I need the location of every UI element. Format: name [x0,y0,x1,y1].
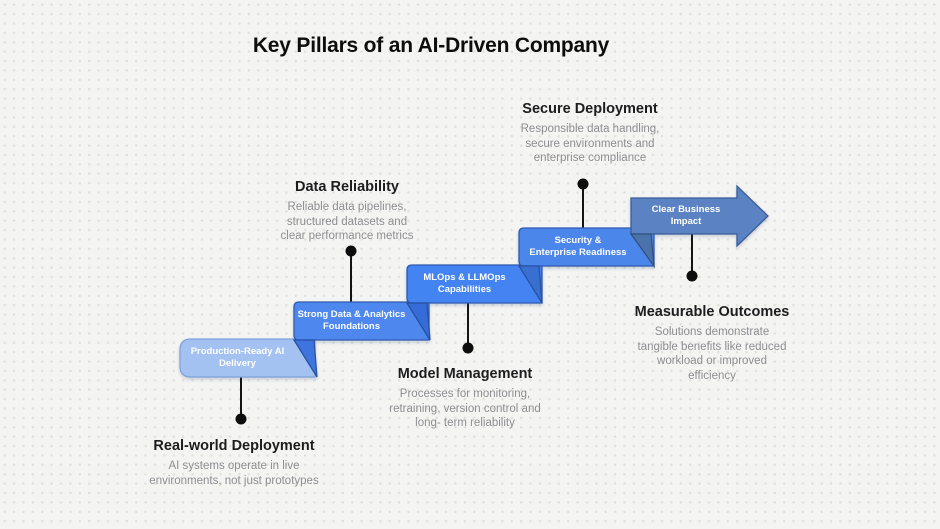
callout-body-data-reliability: Reliable data pipelines, structured data… [280,201,414,243]
ribbon-fold-4 [629,233,655,269]
connector-dot-step1 [235,413,247,425]
band-strong-data-analytics [293,301,430,341]
callout-title-real-world-deployment: Real-world Deployment [153,438,315,454]
connector-dot-step3 [462,342,474,354]
callout-body-model-management: Processes for monitoring, retraining, ve… [389,388,541,430]
band-production-ready-ai [179,338,316,378]
callout-title-data-reliability: Data Reliability [295,179,399,195]
callout-title-secure-deployment: Secure Deployment [522,101,658,117]
ribbon-fold-2 [405,302,431,341]
ribbon-fold-3 [517,265,543,304]
callout-body-secure-deployment: Responsible data handling, secure enviro… [520,123,660,165]
callout-body-measurable-outcomes: Solutions demonstrate tangible benefits … [637,326,787,383]
ribbon-shapes [179,184,769,378]
connector-dot-step2 [345,245,357,257]
connector-dot-step5 [686,270,698,282]
ribbon-fold-1 [292,339,318,378]
callout-title-model-management: Model Management [397,366,533,382]
callout-body-real-world-deployment: AI systems operate in live environments,… [149,460,319,487]
callout-title-measurable-outcomes: Measurable Outcomes [634,304,790,320]
connector-dot-step4 [577,178,589,190]
connectors [235,178,698,425]
page-title: Key Pillars of an AI-Driven Company [252,34,610,57]
